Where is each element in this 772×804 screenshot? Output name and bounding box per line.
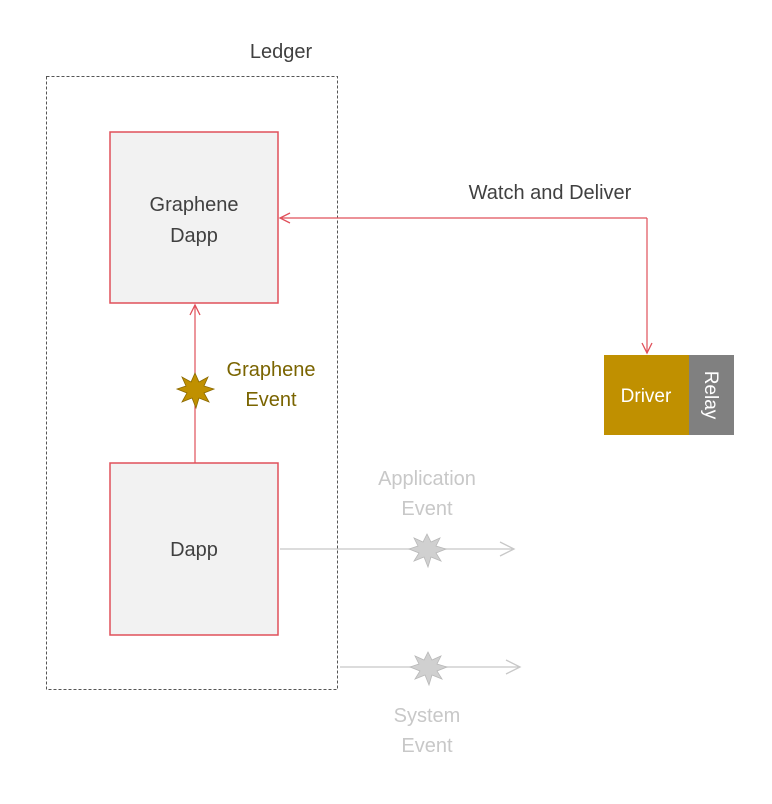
ledger-label: Ledger [250,41,313,63]
ledger-boundary [46,76,338,690]
graphene-dapp-label-line1: Graphene [150,194,239,216]
application-event-starburst-icon [407,533,448,569]
driver-block[interactable]: Driver [604,355,689,435]
graphene-dapp-box[interactable]: Graphene Dapp [109,131,279,304]
dapp-box[interactable]: Dapp [109,462,279,636]
system-event-label-line1: System [394,705,461,727]
system-event-starburst-icon [408,651,449,687]
graphene-event-label-line2: Event [245,389,297,411]
driver-label: Driver [621,386,672,407]
relay-block[interactable]: Relay [689,355,734,435]
application-event-label-line2: Event [401,498,453,520]
system-event-label-line2: Event [401,735,453,757]
application-event-label-line1: Application [378,468,476,490]
graphene-event-starburst-icon [175,372,216,410]
relay-label: Relay [700,371,721,420]
graphene-event-label-line1: Graphene [227,359,316,381]
graphene-dapp-label-line2: Dapp [170,225,218,247]
watch-and-deliver-label: Watch and Deliver [469,182,632,204]
dapp-label: Dapp [170,539,218,561]
